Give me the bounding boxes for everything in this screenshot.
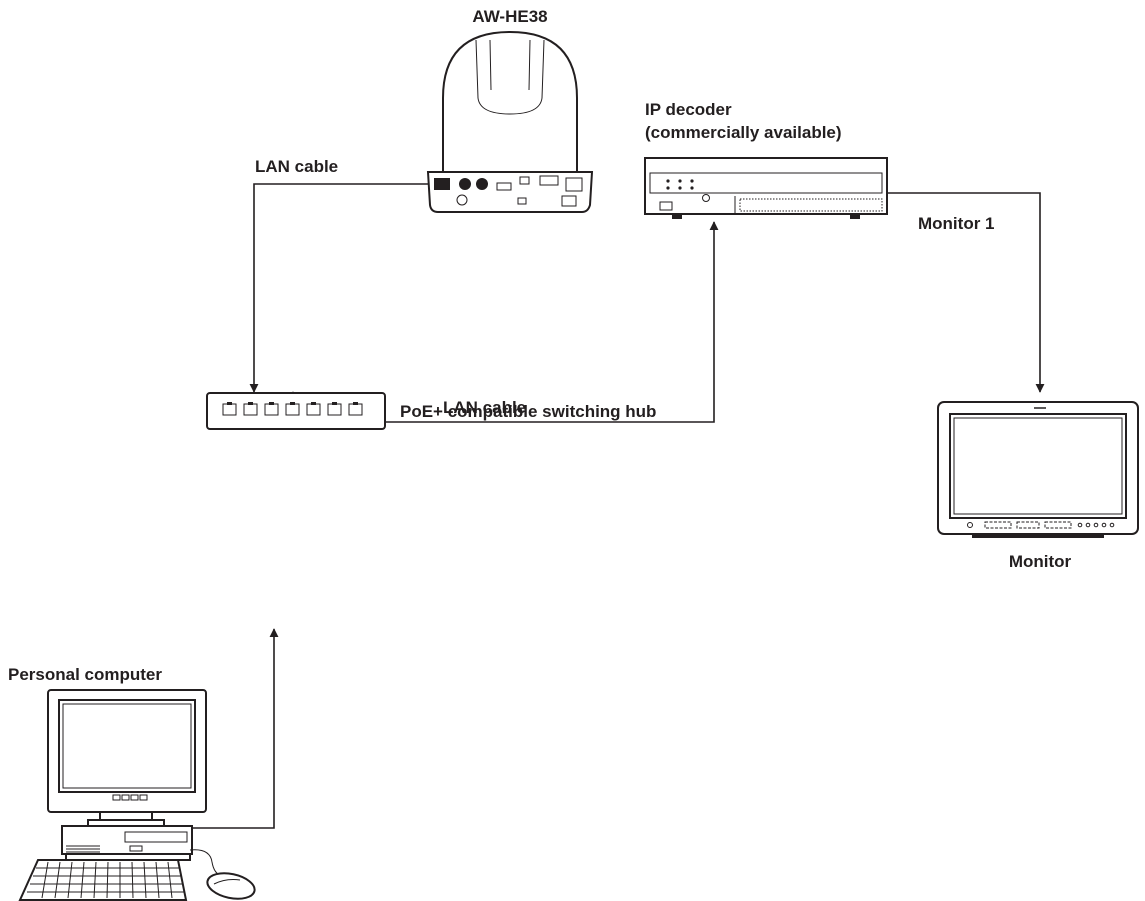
pc-to-hub-cable-line	[190, 628, 279, 829]
monitor-1-label: Monitor 1	[918, 214, 995, 233]
monitor-icon	[937, 401, 1139, 538]
monitor-1-cable-line	[886, 192, 1045, 393]
decoder-label-line2: (commercially available)	[645, 123, 842, 142]
personal-computer-icon	[18, 689, 256, 901]
lan-cable-camera-label: LAN cable	[255, 157, 338, 176]
ip-decoder-icon	[644, 157, 888, 219]
computer-label: Personal computer	[8, 665, 162, 684]
ptz-camera-icon	[426, 30, 594, 213]
lan-cable-camera-to-hub-line	[249, 179, 437, 393]
lan-cable-decoder-label: LAN cable	[443, 398, 526, 417]
switching-hub-icon	[206, 392, 386, 430]
camera-label: AW-HE38	[472, 7, 547, 26]
connection-lines	[190, 179, 1045, 829]
hub-label: PoE+ compatible switching hub	[400, 402, 656, 421]
monitor-label: Monitor	[1009, 552, 1072, 571]
decoder-label-line1: IP decoder	[645, 100, 732, 119]
